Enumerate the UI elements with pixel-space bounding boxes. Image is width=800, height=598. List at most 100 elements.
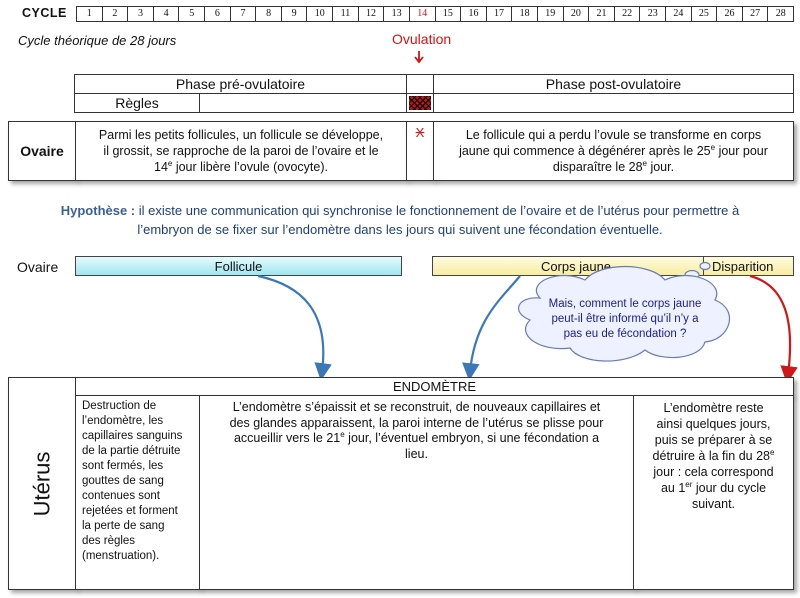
disparition-to-endometre-arrow [749,274,798,384]
ovaire-post-line: Le follicule qui a perdu l’ovule se tran… [465,128,762,142]
cycle-subtitle: Cycle théorique de 28 jours [18,33,177,48]
uterus-col-regles: Destruction de l’endomètre, les capillaire… [75,395,200,590]
cycle-day-cell: 5 [179,7,206,21]
cycle-day-cell: 18 [512,7,538,21]
bars-row-label: Ovaire [17,259,59,275]
ordinal-suffix: e [167,158,173,168]
hypothesis-text: l’embryon de se fixer sur l’endomètre da… [137,222,663,237]
ovaire-post-text: jour pour [715,144,768,158]
uterus-right-text: jour du cycle [692,481,767,495]
uterus-mid-text: jour, l’éventuel embryon, si une féconda… [344,431,600,445]
ovaire-pre-line: il grossit, se rapproche de la paroi de … [103,144,379,158]
cycle-day-cell: 24 [666,7,692,21]
disparition-label: Disparition [712,259,774,274]
uterus-left-line: sont fermés, les [82,460,164,472]
uterus-mid-line: accueillir vers le 21e jour, l’éventuel … [208,429,625,447]
thought-cloud [517,261,731,362]
corps-jaune-label: Corps jaune [540,259,612,274]
ovaire-post-description: Le follicule qui a perdu l’ovule se tran… [433,121,794,181]
uterus-left-line: Destruction de [82,400,157,412]
uterus-right-line: ainsi quelques jours, [656,417,771,431]
ovaire-pre-line: 14e jour libère l’ovule (ovocyte). [154,159,328,175]
cycle-day-cell: 11 [333,7,359,21]
uterus-label: Utérus [28,451,54,516]
cycle-day-cell: 3 [128,7,154,21]
follicule-bar: Follicule [75,256,402,276]
ovaire-pre-line: Parmi les petits follicules, un follicul… [98,128,384,142]
uterus-label-wrap: Utérus [9,378,75,589]
cloud-question: Mais, comment le corps jaune peut-il êtr… [530,297,720,342]
cycle-day-cell: 19 [538,7,564,21]
cloud-line: Mais, comment le corps jaune [548,298,702,310]
uterus-right-line: puis se préparer à se [654,433,773,447]
ovaire-post-text: jour. [646,160,675,174]
phase-post-ovulatoire: Phase post-ovulatoire [433,74,794,94]
cycle-label: CYCLE [22,6,67,20]
uterus-left-line: rejetées et forment [82,505,178,517]
cycle-day-cell: 22 [615,7,641,21]
cycle-day-cell: 27 [743,7,769,21]
cloud-line: peut-il être informé qu’il n’y a [551,313,699,325]
uterus-left-line: contenues sont [82,490,161,502]
uterus-left-line: capillaires sanguins [82,430,183,442]
uterus-mid-text: accueillir vers le 21 [233,431,341,445]
uterus-right-text: détruire à la fin du 28 [652,449,770,463]
post-empty-cell [433,93,794,113]
cycle-day-cell: 20 [564,7,590,21]
ordinal-suffix: e [710,142,716,152]
uterus-right-line: L’endomètre reste [663,401,764,415]
regles-cell: Règles [74,93,200,113]
ovaire-pre-text: jour libère l’ovule (ovocyte). [172,160,328,174]
ovaire-marker-cell: X [406,121,434,181]
cycle-day-cell: 9 [282,7,308,21]
corps-jaune-bar: Corps jaune Disparition [432,256,794,276]
ordinal-suffix: er [685,479,693,489]
corps-jaune-to-endometre-arrow [462,275,521,381]
regles-label: Règles [115,95,159,111]
hypothesis-paragraph: Hypothèse : il existe une communication … [40,201,760,239]
ovulation-label: Ovulation [392,31,452,47]
cycle-day-cell: 7 [231,7,257,21]
uterus-left-line: (menstruation). [82,550,160,562]
uterus-left-line: la perte de sang [82,520,165,532]
hypothesis-label: Hypothèse : [60,203,136,218]
cycle-day-cell: 10 [307,7,334,21]
uterus-mid-line: L’endomètre s’épaissit et se reconstruit… [232,400,601,414]
day-number: 14 [154,160,168,174]
cycle-day-cell: 14 [410,7,436,21]
ordinal-suffix: e [642,158,647,168]
uterus-col-post: L’endomètre reste ainsi quelques jours, … [633,395,794,590]
uterus-right-text: au 1 [660,481,686,495]
endometre-label: ENDOMÈTRE [392,379,477,394]
ovaire-pre-description: Parmi les petits follicules, un follicul… [75,121,407,181]
uterus-left-line: gouttes de sang [82,475,164,487]
ovulation-arrow-icon [414,51,424,64]
ovaire-post-line: disparaître le 28e jour. [553,159,674,175]
cycle-day-cell: 12 [359,7,385,21]
ovulation-x-marker: X [415,125,425,140]
phase-post-label: Phase post-ovulatoire [545,76,682,92]
ovaire-post-text: jaune qui commence à dégénérer après le … [459,144,711,158]
cycle-day-cell: 4 [154,7,180,21]
cycle-day-cell: 17 [487,7,513,21]
follicule-label: Follicule [214,258,263,274]
cycle-day-cell: 21 [589,7,615,21]
hypothesis-text: il existe une communication qui synchron… [138,203,740,218]
uterus-row-header: Utérus [8,377,76,590]
cycle-day-cell: 6 [205,7,231,21]
cycle-day-cell: 13 [384,7,410,21]
phase-pre-ovulatoire: Phase pré-ovulatoire [74,74,407,94]
cloud-line: pas eu de fécondation ? [563,328,687,340]
ovaire-row-label: Ovaire [20,143,64,159]
cycle-day-cell: 26 [717,7,743,21]
uterus-left-line: l’endomètre, les [82,415,164,427]
ovaire-post-text: disparaître le 28 [552,160,643,174]
ovaire-post-line: jaune qui commence à dégénérer après le … [459,143,768,159]
ordinal-suffix: e [340,429,345,439]
cycle-day-cell: 25 [692,7,718,21]
cycle-day-cell: 15 [436,7,462,21]
ordinal-suffix: e [770,447,775,457]
cycle-day-cell: 8 [256,7,282,21]
uterus-mid-line: lieu. [405,446,428,461]
cycle-day-cell: 23 [640,7,667,21]
